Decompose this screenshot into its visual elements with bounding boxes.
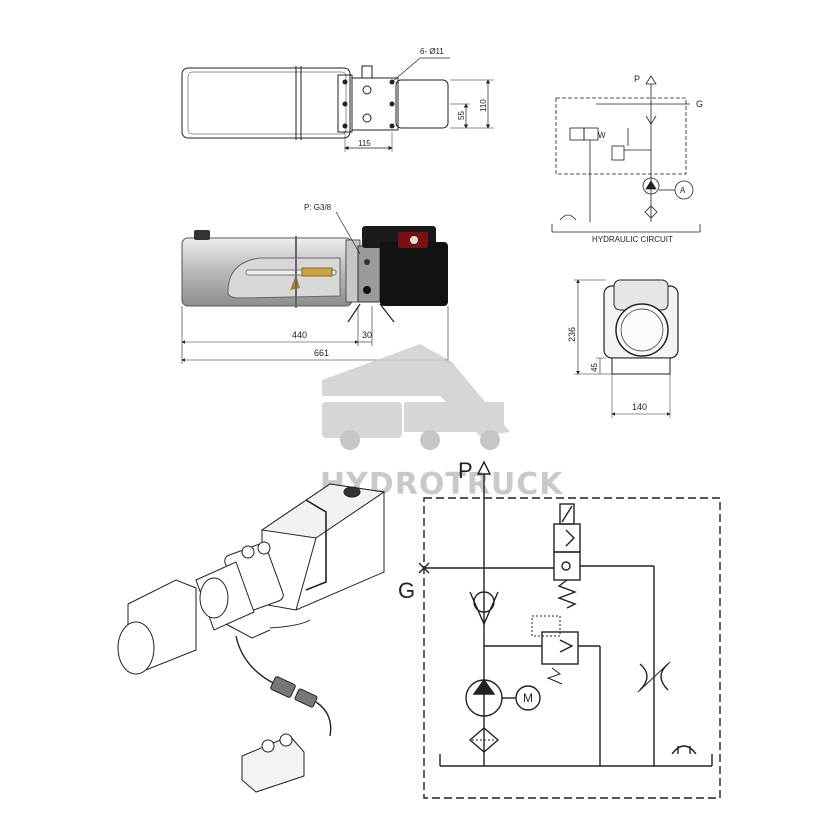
manifold-port bbox=[363, 286, 371, 294]
end-view bbox=[574, 279, 679, 418]
dim-140-label: 140 bbox=[632, 402, 647, 412]
port-leader bbox=[335, 211, 361, 255]
small-gauge-label: A bbox=[680, 186, 686, 195]
dim-55-label: 55 bbox=[457, 111, 466, 120]
iso-strap bbox=[305, 499, 327, 591]
iso-cable bbox=[235, 635, 287, 691]
small-check-valve bbox=[645, 115, 657, 125]
motor-top bbox=[395, 79, 449, 129]
bolt-hole bbox=[389, 123, 395, 129]
port-label: P: G3/8 bbox=[304, 203, 332, 212]
small-circuit-title: HYDRAULIC CIRCUIT bbox=[592, 235, 673, 244]
bolt-hole bbox=[342, 123, 348, 129]
bolt-hole bbox=[342, 79, 348, 85]
mount-foot bbox=[379, 303, 395, 323]
motor-side bbox=[380, 242, 448, 306]
iso-remote-button bbox=[261, 739, 275, 753]
small-tank-symbol bbox=[559, 214, 577, 221]
iso-cables bbox=[269, 619, 311, 629]
large-motor-label: M bbox=[523, 691, 533, 705]
small-pump bbox=[642, 177, 660, 195]
small-circuit bbox=[551, 75, 701, 233]
large-p-arrow bbox=[476, 460, 492, 475]
large-valve-lower bbox=[553, 551, 581, 581]
iso-connector bbox=[270, 676, 296, 698]
bolt-hole bbox=[342, 101, 348, 107]
valve-stem-top bbox=[361, 65, 373, 79]
large-relief-pilot bbox=[531, 615, 561, 637]
large-circuit-boundary bbox=[423, 497, 721, 799]
iso-bracket bbox=[225, 623, 271, 639]
hole-callout: 6- Ø11 bbox=[420, 47, 444, 56]
hole-leader-line bbox=[391, 57, 421, 83]
isometric-power-unit bbox=[117, 483, 386, 793]
large-tank-symbol bbox=[671, 745, 697, 755]
large-valve-upper bbox=[553, 523, 581, 553]
large-relief-valve bbox=[541, 631, 579, 665]
small-solenoid bbox=[569, 127, 585, 141]
large-port-g: G bbox=[398, 578, 415, 603]
manifold-top bbox=[351, 77, 399, 131]
return-fitting bbox=[301, 267, 333, 277]
large-filter bbox=[468, 727, 500, 753]
manifold-port bbox=[362, 85, 372, 95]
watermark-truck-icon bbox=[322, 344, 510, 450]
large-throttle bbox=[639, 663, 648, 691]
large-valve-spring bbox=[557, 579, 577, 609]
small-valve-block bbox=[583, 127, 599, 141]
iso-remote-button bbox=[279, 733, 293, 747]
tank-window bbox=[227, 257, 341, 299]
small-port-g: G bbox=[696, 99, 703, 109]
small-port-p: P bbox=[634, 74, 640, 84]
tank-top-inner bbox=[187, 71, 347, 135]
tank-top-outline bbox=[181, 67, 351, 139]
filler-cap bbox=[194, 230, 210, 240]
top-view bbox=[181, 57, 494, 152]
dim-115-label: 115 bbox=[358, 139, 371, 148]
small-p-arrow bbox=[645, 75, 657, 85]
dim-440-label: 440 bbox=[292, 330, 307, 340]
large-motor bbox=[515, 685, 541, 711]
iso-filler-cap bbox=[343, 486, 361, 498]
large-circuit bbox=[418, 460, 721, 799]
small-filter bbox=[644, 205, 658, 219]
bolt-hole bbox=[389, 101, 395, 107]
manifold-port bbox=[364, 259, 370, 265]
large-port-p: P bbox=[458, 458, 473, 483]
iso-motor-cap bbox=[117, 621, 155, 675]
small-valve-label: W bbox=[598, 131, 606, 140]
manifold-port bbox=[362, 113, 372, 123]
solenoid-nut bbox=[410, 236, 418, 244]
dim-45-label: 45 bbox=[590, 363, 599, 372]
dim-236-label: 236 bbox=[567, 327, 577, 342]
dim-30-label: 30 bbox=[362, 330, 372, 340]
manifold-side bbox=[357, 245, 381, 303]
large-solenoid bbox=[559, 503, 575, 525]
dim-661-label: 661 bbox=[314, 348, 329, 358]
end-motor-circle bbox=[615, 303, 669, 357]
small-relief-valve bbox=[611, 145, 625, 161]
end-base bbox=[611, 357, 671, 375]
side-view bbox=[181, 211, 449, 364]
small-circuit-boundary bbox=[555, 97, 687, 175]
dim-110-label: 110 bbox=[479, 99, 488, 112]
